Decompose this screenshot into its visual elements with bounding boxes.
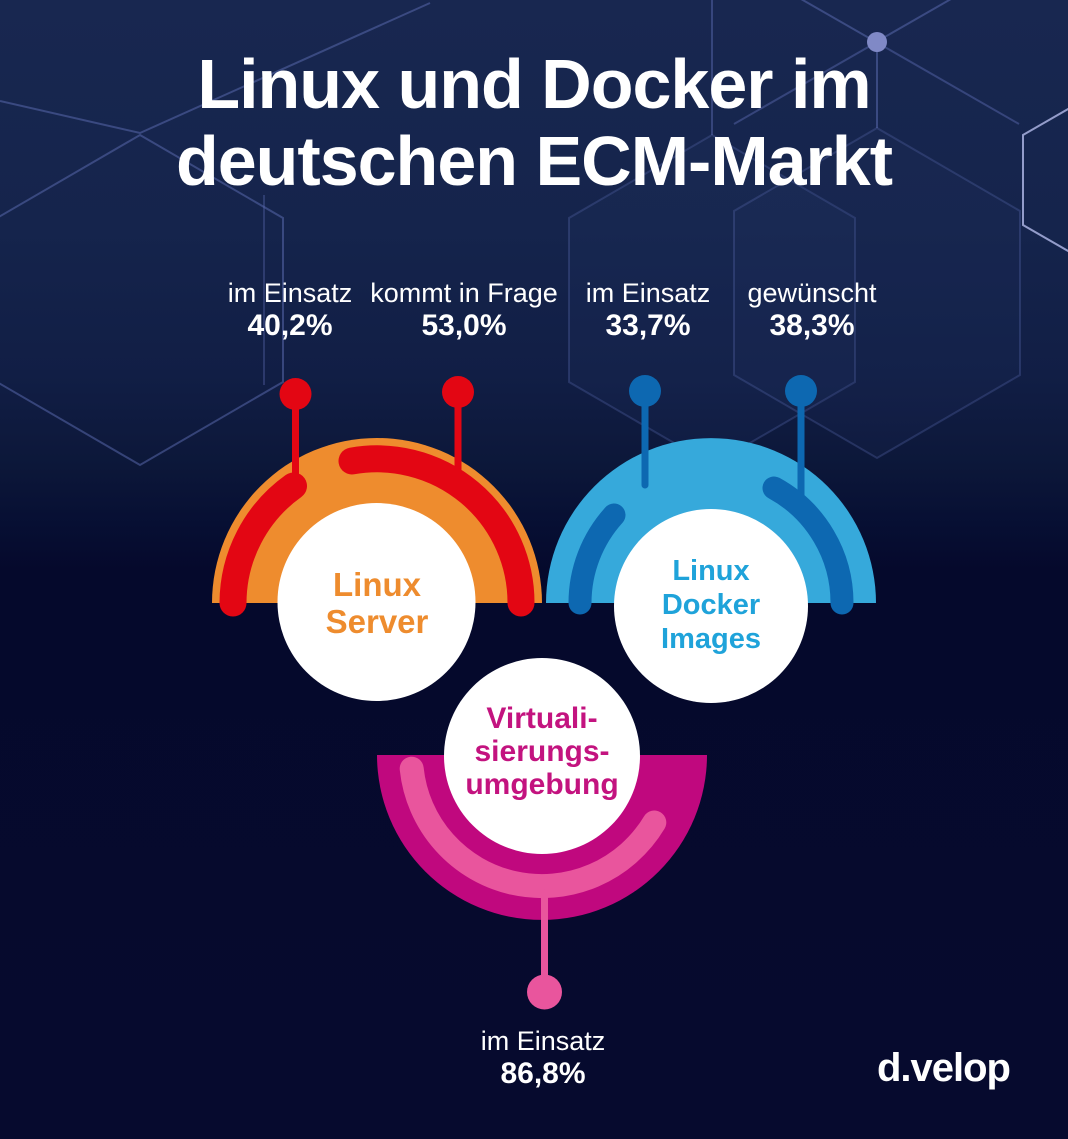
stat-linux-server-kommt-in-frage: kommt in Frage 53,0% — [370, 277, 558, 343]
hex-connector-line — [875, 41, 1020, 125]
pin-dot-icon — [442, 376, 474, 408]
deco-node-dot — [867, 32, 887, 52]
stat-linux-server-im-einsatz: im Einsatz 40,2% — [228, 277, 353, 343]
stat-value: 86,8% — [500, 1057, 586, 1090]
stat-label: im Einsatz — [227, 278, 353, 308]
stat-value: 33,7% — [605, 309, 691, 342]
stat-value: 38,3% — [769, 309, 855, 342]
hex-connector-line — [800, 0, 877, 43]
stat-label: im Einsatz — [480, 1026, 606, 1056]
pin-dot-icon — [629, 375, 661, 407]
pin-dot-icon — [785, 375, 817, 407]
gauge-arc-im-einsatz — [568, 503, 626, 615]
page-title: Linux und Docker im deutschen ECM-Markt — [175, 45, 893, 200]
stat-value: 40,2% — [247, 309, 333, 342]
hex-connector-line — [733, 41, 878, 125]
gauge-arc-gewuenscht — [762, 476, 854, 615]
stat-virtualisierung-im-einsatz: im Einsatz 86,8% — [481, 1025, 606, 1091]
stat-value: 53,0% — [421, 309, 507, 342]
hex-connector-line — [875, 0, 952, 43]
hexagon-outline — [733, 126, 1021, 460]
stat-docker-im-einsatz: im Einsatz 33,7% — [586, 277, 711, 343]
gauge-title-linux-docker-images: Linux Docker Images — [661, 555, 761, 655]
gauge-arc-kommt-in-frage — [338, 445, 535, 617]
gauge-arc-im-einsatz — [219, 472, 307, 617]
pin-dot-icon — [279, 378, 312, 410]
gauge-title-virtualisierungsumgebung: Virtuali- sierungs- umgebung — [465, 702, 619, 801]
gauge-inner-circle — [444, 658, 640, 854]
stat-label: gewünscht — [747, 278, 877, 308]
hexagon-outline-bright — [1022, 107, 1068, 253]
hexagon-outline — [0, 133, 284, 467]
gauge-virtualisierungsumgebung — [377, 658, 707, 1010]
gauge-arc-im-einsatz — [399, 756, 667, 899]
stat-docker-gewuenscht: gewünscht 38,3% — [747, 277, 876, 343]
stat-label: kommt in Frage — [370, 278, 558, 308]
pin-dot-icon — [527, 974, 562, 1010]
gauge-title-linux-server: Linux Server — [325, 566, 429, 640]
dvelop-logo: d.velop — [876, 1046, 1011, 1090]
gauge-linux-docker-images — [546, 375, 876, 703]
hex-connector-line — [0, 2, 431, 135]
stat-label: im Einsatz — [585, 278, 711, 308]
gauge-inner-circle — [277, 503, 476, 701]
gauge-inner-circle — [614, 509, 808, 703]
gauge-linux-server — [212, 376, 542, 701]
